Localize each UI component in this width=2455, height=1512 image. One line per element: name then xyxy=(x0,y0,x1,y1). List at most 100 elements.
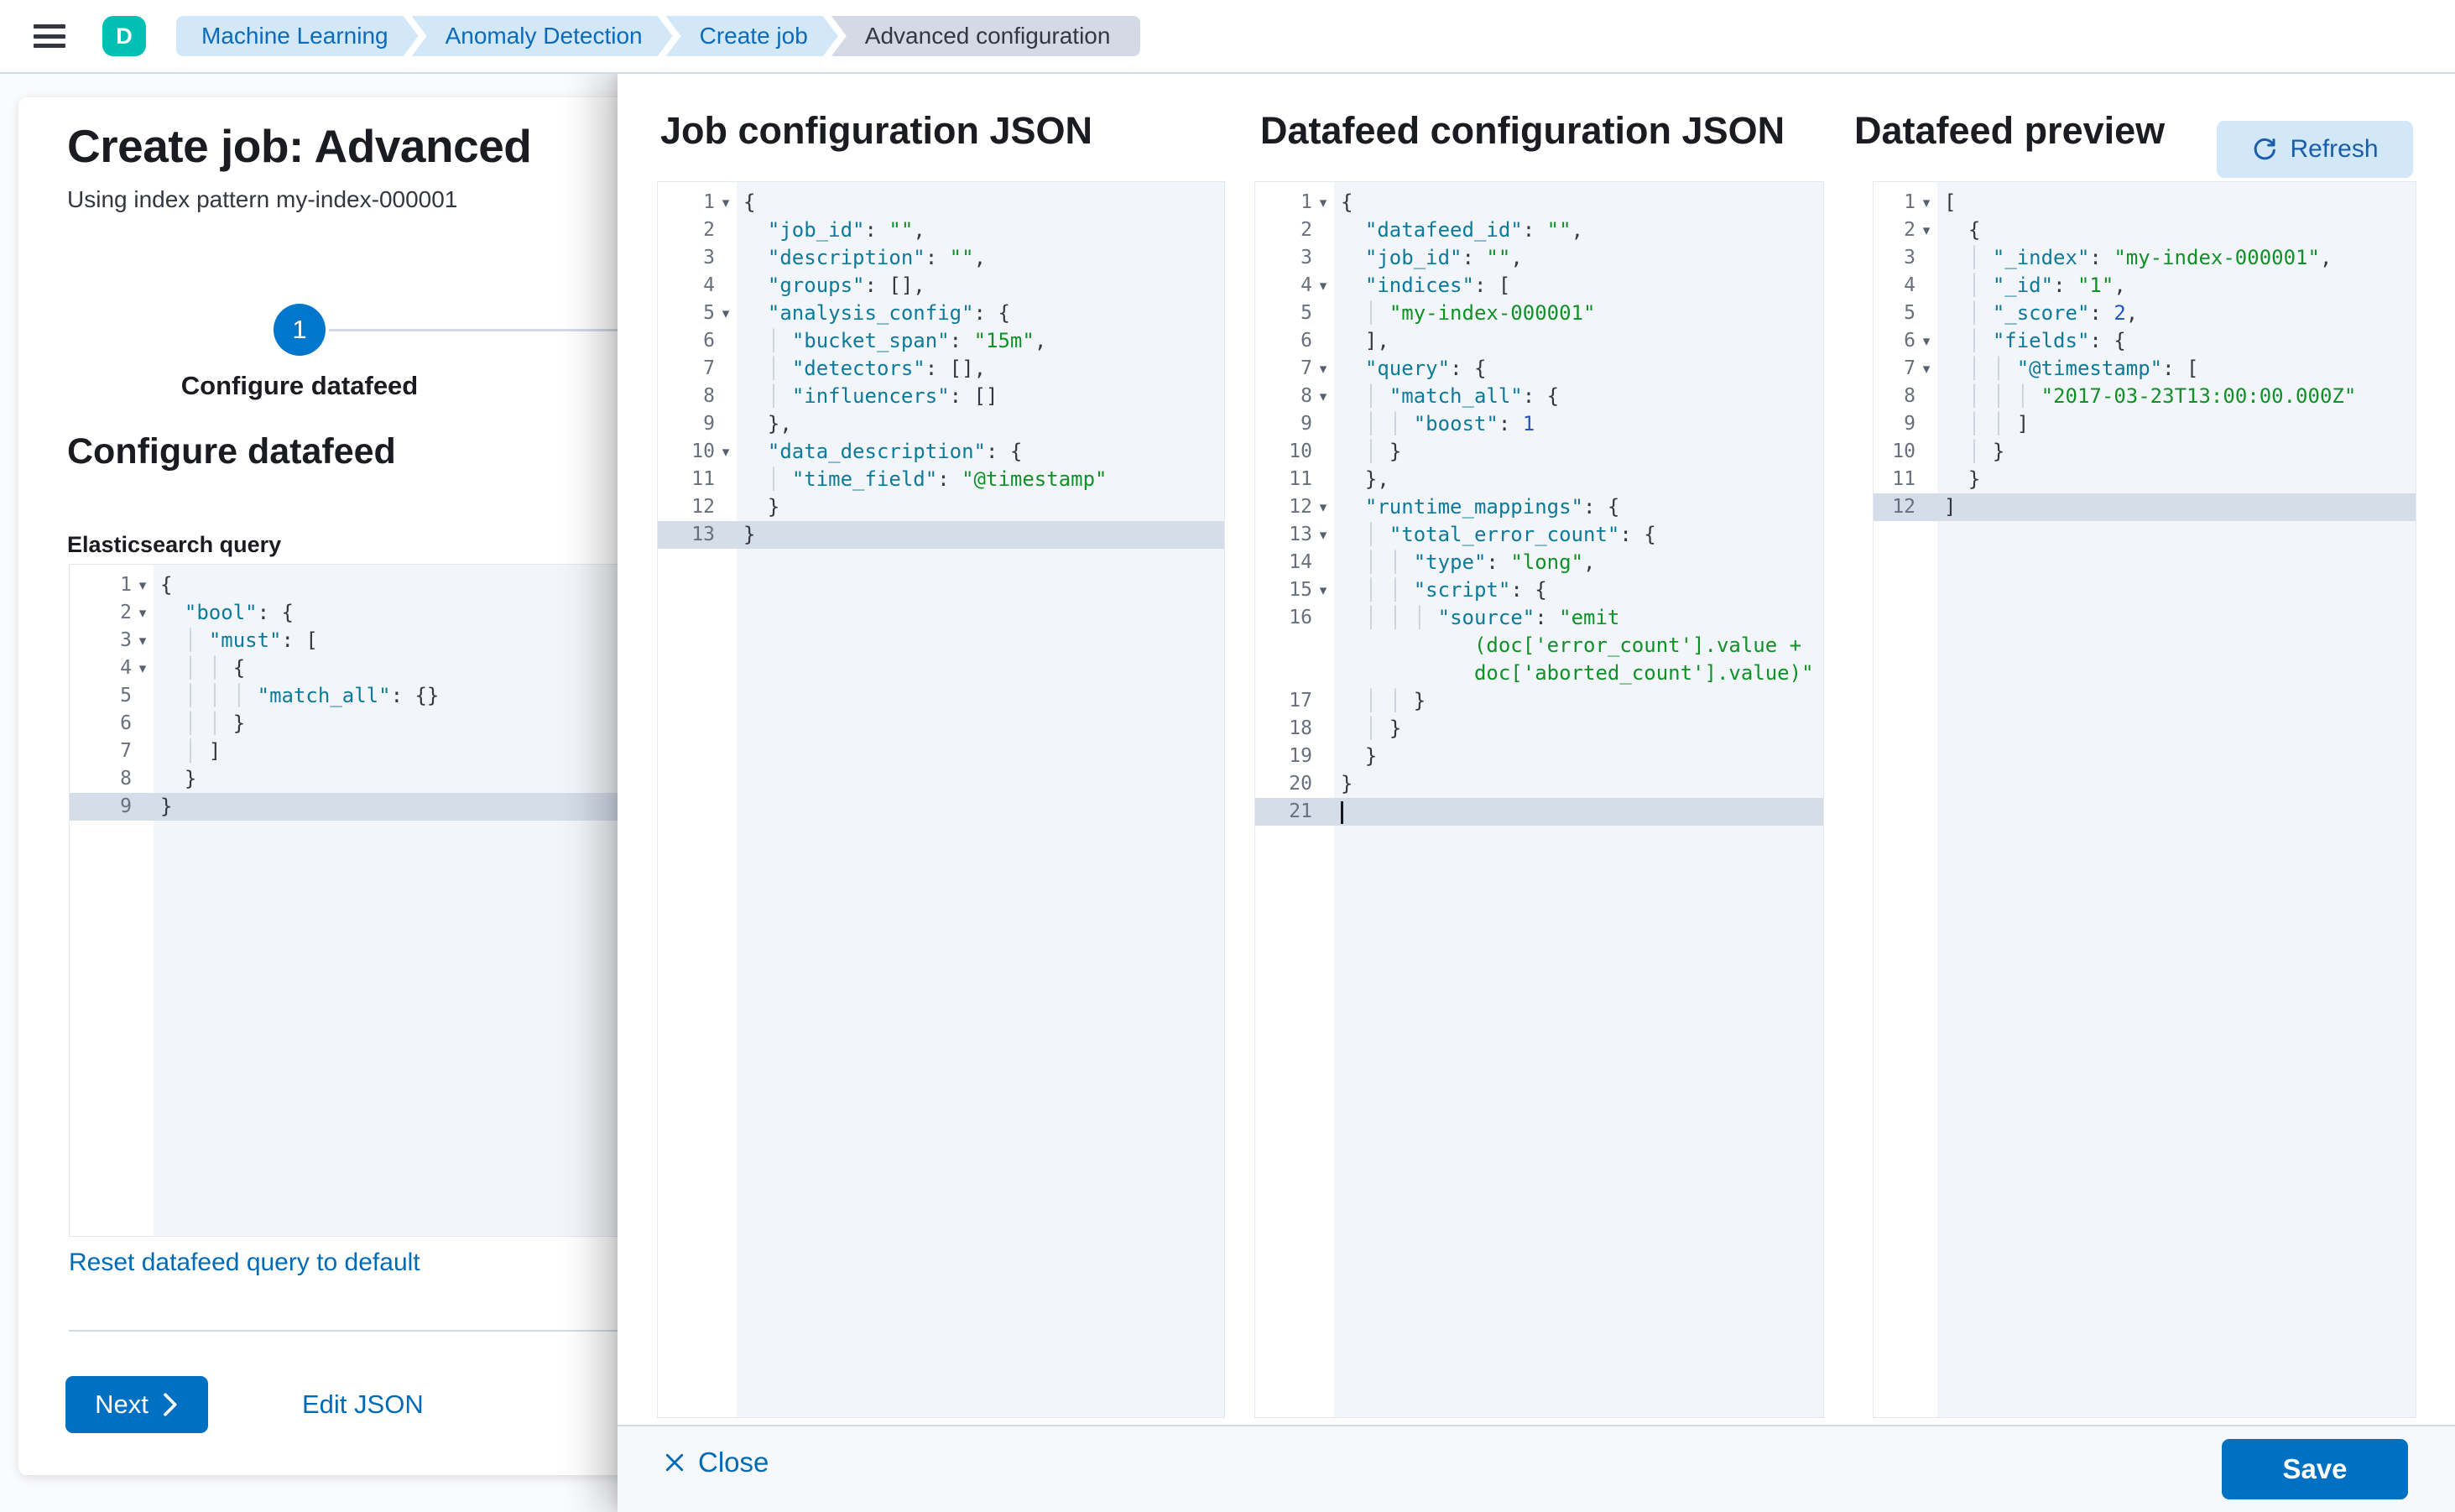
editor-line: 3▾ │ "must": [ xyxy=(70,627,639,654)
editor-line: 8▾ │ "match_all": { xyxy=(1255,383,1823,410)
editor-line: 16 │ │ │ "source": "emit xyxy=(1255,604,1823,632)
breadcrumb-anomaly-detection[interactable]: Anomaly Detection xyxy=(412,16,673,56)
fold-arrow-icon[interactable]: ▾ xyxy=(1319,582,1327,598)
refresh-icon xyxy=(2251,136,2278,163)
job-json-title: Job configuration JSON xyxy=(660,109,1093,152)
fold-arrow-icon[interactable]: ▾ xyxy=(1922,195,1931,211)
editor-line: 10▾ "data_description": { xyxy=(658,438,1224,466)
editor-line: 2▾ "bool": { xyxy=(70,599,639,627)
editor-line: 2 "datafeed_id": "", xyxy=(1255,216,1823,244)
fold-arrow-icon[interactable]: ▾ xyxy=(722,305,730,321)
fold-arrow-icon[interactable]: ▾ xyxy=(138,577,147,593)
wizard-step-1-label: Configure datafeed xyxy=(180,371,419,400)
wizard-step-1-indicator[interactable]: 1 xyxy=(274,304,326,356)
create-job-wizard-panel: Create job: Advanced Using index pattern… xyxy=(18,97,639,1475)
editor-line: 4▾ │ │ { xyxy=(70,654,639,682)
editor-line: 5 │ │ │ "match_all": {} xyxy=(70,682,639,710)
editor-line: 20} xyxy=(1255,770,1823,798)
fold-arrow-icon[interactable]: ▾ xyxy=(1319,195,1327,211)
editor-line: 12] xyxy=(1874,493,2416,521)
top-header-bar: D Machine Learning Anomaly Detection Cre… xyxy=(0,0,2455,74)
text-cursor xyxy=(1341,800,1343,824)
fold-arrow-icon[interactable]: ▾ xyxy=(138,660,147,676)
editor-line: 21 xyxy=(1255,798,1823,826)
breadcrumb: Machine Learning Anomaly Detection Creat… xyxy=(176,16,1141,56)
footer-divider xyxy=(69,1330,636,1332)
editor-line: 13} xyxy=(658,521,1224,549)
editor-line: 7▾ │ │ "@timestamp": [ xyxy=(1874,355,2416,383)
editor-line: 10 │ } xyxy=(1874,438,2416,466)
editor-line: 8 } xyxy=(70,765,639,793)
editor-line: doc['aborted_count'].value)" xyxy=(1255,660,1823,687)
editor-line: 1▾{ xyxy=(70,571,639,599)
hamburger-menu-icon[interactable] xyxy=(34,24,65,48)
advanced-json-flyout: Job configuration JSON Datafeed configur… xyxy=(618,72,2455,1512)
editor-line: 4 "groups": [], xyxy=(658,272,1224,300)
editor-line: 15▾ │ │ "script": { xyxy=(1255,576,1823,604)
editor-line: 3 "description": "", xyxy=(658,244,1224,272)
editor-line: 9} xyxy=(70,793,639,821)
editor-line: 3 │ "_index": "my-index-000001", xyxy=(1874,244,2416,272)
editor-line: 1▾{ xyxy=(658,189,1224,216)
configure-datafeed-heading: Configure datafeed xyxy=(67,431,396,472)
fold-arrow-icon[interactable]: ▾ xyxy=(722,444,730,460)
job-configuration-json-editor[interactable]: 1▾{2 "job_id": "",3 "description": "",4 … xyxy=(657,181,1225,1418)
flyout-footer: Close Save xyxy=(618,1425,2455,1512)
editor-line: 1▾[ xyxy=(1874,189,2416,216)
fold-arrow-icon[interactable]: ▾ xyxy=(138,605,147,621)
editor-line: 1▾{ xyxy=(1255,189,1823,216)
fold-arrow-icon[interactable]: ▾ xyxy=(1922,333,1931,349)
reset-datafeed-query-link[interactable]: Reset datafeed query to default xyxy=(69,1249,420,1276)
editor-line: 14 │ │ "type": "long", xyxy=(1255,549,1823,576)
save-button[interactable]: Save xyxy=(2222,1439,2408,1499)
editor-line: 11 } xyxy=(1874,466,2416,493)
editor-line: 6 │ │ } xyxy=(70,710,639,738)
refresh-button[interactable]: Refresh xyxy=(2217,121,2413,178)
editor-line: 18 │ } xyxy=(1255,715,1823,743)
editor-line: 12 } xyxy=(658,493,1224,521)
datafeed-json-title: Datafeed configuration JSON xyxy=(1260,109,1785,152)
editor-line: 3 "job_id": "", xyxy=(1255,244,1823,272)
editor-line: 9 │ │ "boost": 1 xyxy=(1255,410,1823,438)
next-button-label: Next xyxy=(95,1389,149,1419)
close-button[interactable]: Close xyxy=(663,1447,769,1478)
fold-arrow-icon[interactable]: ▾ xyxy=(1319,527,1327,543)
editor-line: 7 │ "detectors": [], xyxy=(658,355,1224,383)
edit-json-link[interactable]: Edit JSON xyxy=(302,1389,424,1419)
elasticsearch-query-label: Elasticsearch query xyxy=(67,532,282,557)
fold-arrow-icon[interactable]: ▾ xyxy=(1319,278,1327,294)
editor-line: 2▾ { xyxy=(1874,216,2416,244)
datafeed-configuration-json-editor[interactable]: 1▾{2 "datafeed_id": "",3 "job_id": "",4▾… xyxy=(1254,181,1824,1418)
editor-line: 6 │ "bucket_span": "15m", xyxy=(658,327,1224,355)
deployment-logo[interactable]: D xyxy=(102,16,146,56)
datafeed-preview-title: Datafeed preview xyxy=(1854,109,2166,152)
fold-arrow-icon[interactable]: ▾ xyxy=(1922,222,1931,238)
editor-line: 6 ], xyxy=(1255,327,1823,355)
elasticsearch-query-editor[interactable]: 1▾{2▾ "bool": {3▾ │ "must": [4▾ │ │ {5 │… xyxy=(69,564,639,1237)
wizard-step-connector xyxy=(329,329,631,331)
fold-arrow-icon[interactable]: ▾ xyxy=(1319,361,1327,377)
editor-line: 5 │ "_score": 2, xyxy=(1874,300,2416,327)
close-button-label: Close xyxy=(698,1447,769,1478)
editor-line: 7 │ ] xyxy=(70,738,639,765)
editor-line: 6▾ │ "fields": { xyxy=(1874,327,2416,355)
fold-arrow-icon[interactable]: ▾ xyxy=(138,633,147,649)
editor-line: 9 │ │ ] xyxy=(1874,410,2416,438)
fold-arrow-icon[interactable]: ▾ xyxy=(1922,361,1931,377)
breadcrumb-machine-learning[interactable]: Machine Learning xyxy=(176,16,419,56)
fold-arrow-icon[interactable]: ▾ xyxy=(722,195,730,211)
editor-line: 19 } xyxy=(1255,743,1823,770)
editor-line: 9 }, xyxy=(658,410,1224,438)
datafeed-preview-editor[interactable]: 1▾[2▾ {3 │ "_index": "my-index-000001",4… xyxy=(1873,181,2416,1418)
fold-arrow-icon[interactable]: ▾ xyxy=(1319,388,1327,404)
next-button[interactable]: Next xyxy=(65,1376,208,1433)
breadcrumb-create-job[interactable]: Create job xyxy=(666,16,838,56)
editor-line: 7▾ "query": { xyxy=(1255,355,1823,383)
editor-line: 11 }, xyxy=(1255,466,1823,493)
fold-arrow-icon[interactable]: ▾ xyxy=(1319,499,1327,515)
editor-line: 4▾ "indices": [ xyxy=(1255,272,1823,300)
editor-line: 8 │ "influencers": [] xyxy=(658,383,1224,410)
editor-line: 10 │ } xyxy=(1255,438,1823,466)
editor-line: 11 │ "time_field": "@timestamp" xyxy=(658,466,1224,493)
refresh-button-label: Refresh xyxy=(2290,135,2379,163)
